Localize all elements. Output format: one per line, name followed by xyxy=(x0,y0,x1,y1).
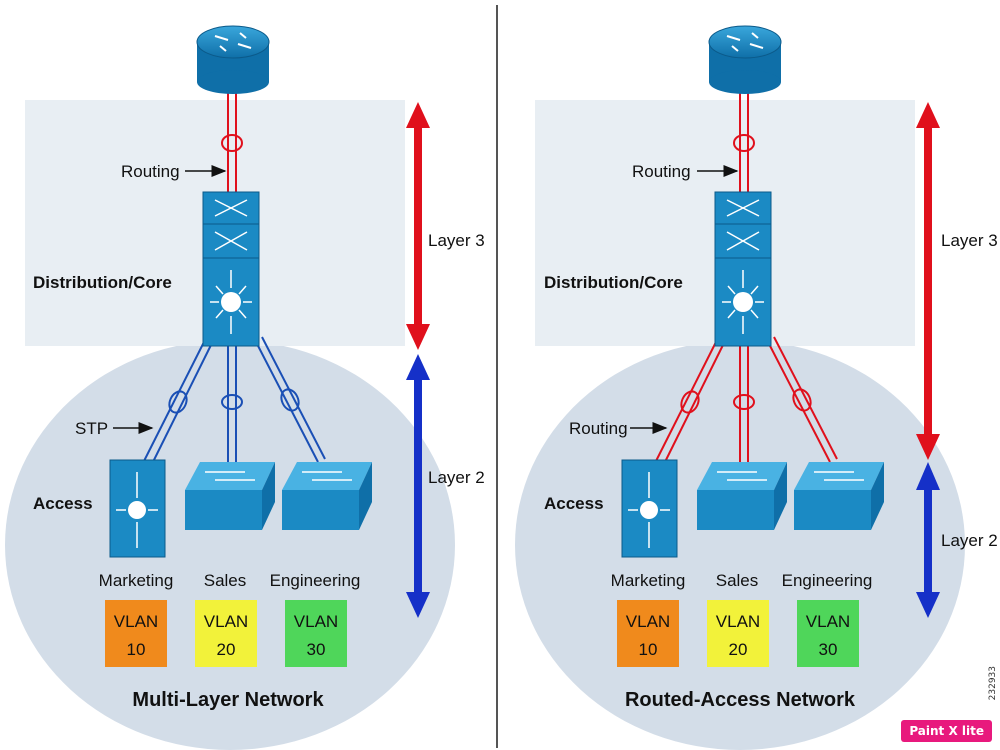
vlan-box-engineering xyxy=(797,600,859,667)
figure-id: 232933 xyxy=(988,665,998,700)
department-name: Sales xyxy=(204,571,247,590)
department-name: Engineering xyxy=(782,571,873,590)
router-uplink xyxy=(221,92,243,192)
layer2-label: Layer 2 xyxy=(941,531,998,550)
panel-multi-layer: Routing Distribution/Core Layer 3 Layer … xyxy=(5,25,485,750)
access-links xyxy=(653,336,838,469)
access-switch-sales-icon xyxy=(185,462,275,530)
vlan-id: 20 xyxy=(729,640,748,659)
distribution-core-label: Distribution/Core xyxy=(544,273,683,292)
access-switch-marketing-icon xyxy=(109,459,166,558)
vlan-id: 10 xyxy=(127,640,146,659)
layer2-arrow xyxy=(406,354,430,618)
vlan-box-sales xyxy=(195,600,257,667)
vlan-label: VLAN xyxy=(806,612,850,631)
department-name: Marketing xyxy=(99,571,174,590)
distribution-core-label: Distribution/Core xyxy=(33,273,172,292)
access-switch-sales-icon xyxy=(697,462,787,530)
vlan-box-marketing xyxy=(617,600,679,667)
router-icon xyxy=(196,25,270,94)
layer3-arrow xyxy=(406,102,430,350)
distribution-core-switch-icon xyxy=(714,191,772,347)
stp-label: STP xyxy=(75,419,108,438)
layer2-arrow xyxy=(916,462,940,618)
department-name: Engineering xyxy=(270,571,361,590)
access-switch-engineering-icon xyxy=(794,462,884,530)
vlan-id: 20 xyxy=(217,640,236,659)
routing-label: Routing xyxy=(121,162,180,181)
access-switch-marketing-icon xyxy=(621,459,678,558)
access-routing-label: Routing xyxy=(569,419,628,438)
panel-title: Routed-Access Network xyxy=(625,689,856,711)
access-label: Access xyxy=(33,494,93,513)
department-name: Sales xyxy=(716,571,759,590)
vlan-label: VLAN xyxy=(204,612,248,631)
vlan-label: VLAN xyxy=(716,612,760,631)
access-links xyxy=(141,336,326,469)
layer3-label: Layer 3 xyxy=(941,231,998,250)
vlan-box-engineering xyxy=(285,600,347,667)
panel-routed-access: Routing Distribution/Core Layer 3 Layer … xyxy=(515,25,998,750)
router-uplink xyxy=(733,92,755,192)
vlan-id: 10 xyxy=(639,640,658,659)
layer3-label: Layer 3 xyxy=(428,231,485,250)
vlan-id: 30 xyxy=(819,640,838,659)
access-switch-engineering-icon xyxy=(282,462,372,530)
panel-title: Multi-Layer Network xyxy=(132,689,324,711)
vlan-id: 30 xyxy=(307,640,326,659)
vlan-label: VLAN xyxy=(114,612,158,631)
router-icon xyxy=(708,25,782,94)
access-label: Access xyxy=(544,494,604,513)
layer2-label: Layer 2 xyxy=(428,468,485,487)
routing-label: Routing xyxy=(632,162,691,181)
department-name: Marketing xyxy=(611,571,686,590)
vlan-label: VLAN xyxy=(294,612,338,631)
watermark-badge: Paint X lite xyxy=(901,720,992,742)
distribution-core-switch-icon xyxy=(202,191,260,347)
vlan-box-sales xyxy=(707,600,769,667)
vlan-box-marketing xyxy=(105,600,167,667)
vlan-label: VLAN xyxy=(626,612,670,631)
layer3-arrow xyxy=(916,102,940,460)
